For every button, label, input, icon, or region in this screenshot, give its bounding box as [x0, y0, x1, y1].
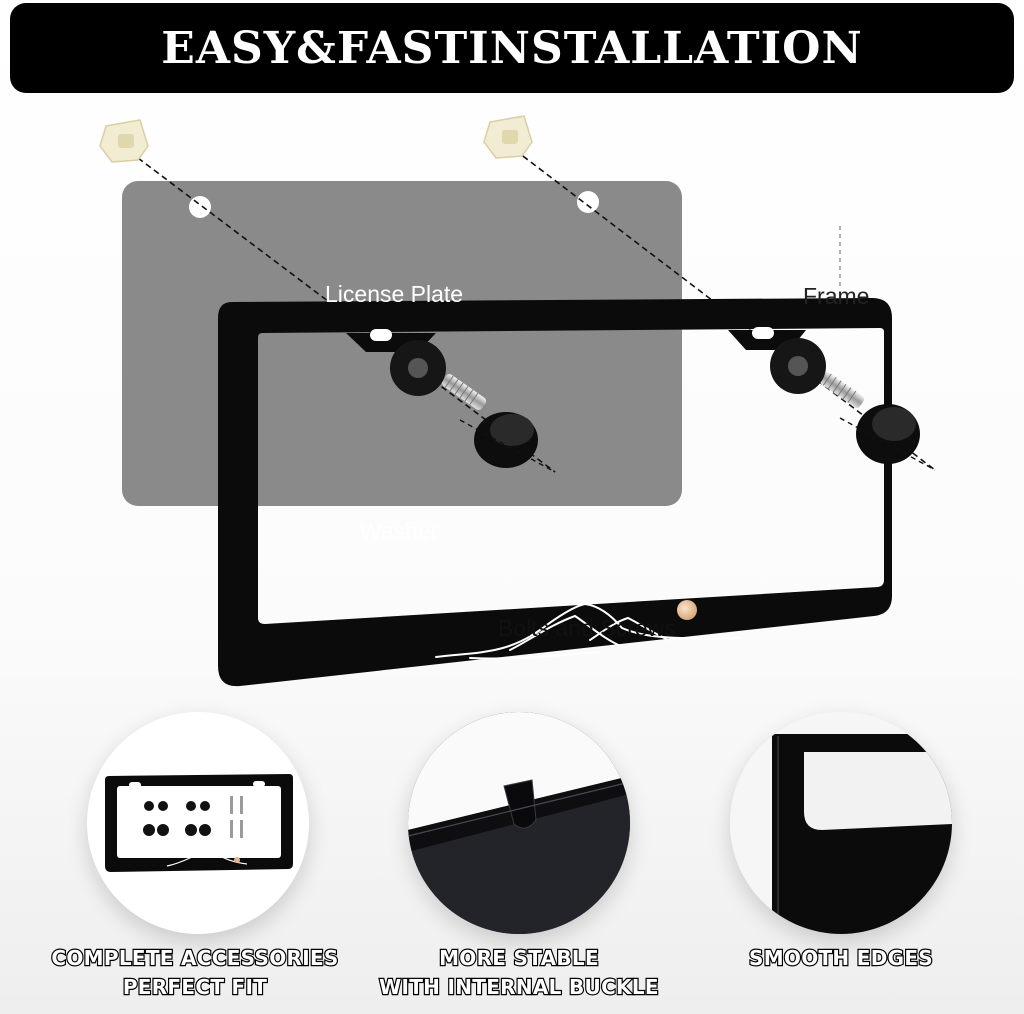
feature-accessories-image: [87, 712, 309, 934]
feature-buckle-image: [408, 712, 630, 934]
mountain-line-art: [435, 602, 741, 660]
screw-right: [819, 372, 865, 408]
label-license-plate: License Plate: [325, 281, 464, 307]
caption-line: COMPLETE ACCESSORIES: [50, 945, 339, 971]
feature-smooth-edges-image: [730, 712, 952, 934]
exploded-view-illustration: [99, 115, 936, 687]
plastic-nut-right: [483, 115, 533, 159]
frame-slot-right: [752, 327, 774, 339]
feature-caption-smooth-edges: SMOOTH EDGES: [661, 944, 1021, 973]
label-washer: Washer: [360, 518, 439, 544]
bolt-cap-left: [474, 412, 538, 468]
washer-left: [390, 340, 446, 396]
label-frame: Frame: [803, 283, 870, 309]
feature-caption-buckle: MORE STABLE WITH INTERNAL BUCKLE: [339, 944, 699, 1002]
title-banner: EASY&FASTINSTALLATION: [10, 3, 1014, 93]
license-plate-frame: [218, 298, 892, 687]
caption-line: PERFECT FIT: [122, 974, 268, 1000]
label-bolts-and-screws: Bolts and Screws: [498, 615, 676, 641]
screw-left: [441, 374, 487, 410]
plate-hole-right: [577, 191, 599, 213]
feature-caption-accessories: COMPLETE ACCESSORIES PERFECT FIT: [15, 944, 375, 1002]
sun-emblem: [677, 600, 697, 620]
bolt-cap-right: [856, 404, 920, 464]
caption-line: SMOOTH EDGES: [748, 945, 934, 971]
caption-line: MORE STABLE: [438, 945, 600, 971]
washer-right: [770, 338, 826, 394]
caption-line: WITH INTERNAL BUCKLE: [378, 974, 660, 1000]
plate-hole-left: [189, 196, 211, 218]
installation-diagram: License Plate Frame Washer Bolts and Scr…: [0, 95, 1024, 705]
frame-slot-left: [370, 329, 392, 341]
plastic-nut-left: [99, 119, 149, 163]
banner-title: EASY&FASTINSTALLATION: [161, 22, 863, 74]
